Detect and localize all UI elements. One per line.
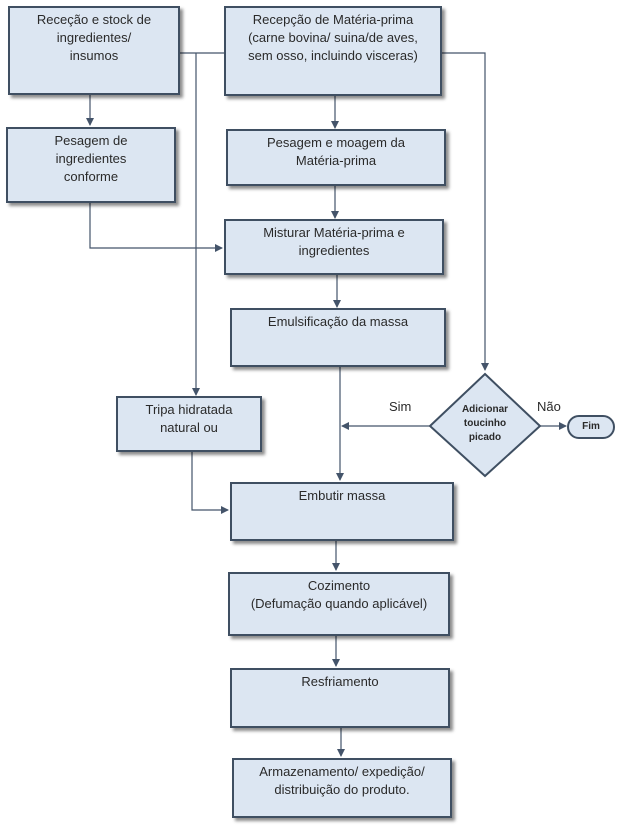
node-misturar: Misturar Matéria-prima e ingredientes: [224, 219, 444, 275]
node-fim: Fim: [567, 415, 615, 439]
node-pesagem-moagem: Pesagem e moagem da Matéria-prima: [226, 129, 446, 186]
edge-label-sim: Sim: [389, 399, 412, 414]
node-rececao-stock: Receção e stock de ingredientes/ insumos: [8, 6, 180, 95]
node-armazenamento: Armazenamento/ expedição/ distribuição d…: [232, 758, 452, 818]
node-pesagem-ingredientes: Pesagem de ingredientes conforme: [6, 127, 176, 203]
arrow-materia-to-decision: [442, 52, 489, 371]
node-emulsificacao: Emulsificação da massa: [230, 308, 446, 367]
node-embutir: Embutir massa: [230, 482, 454, 541]
arrow-pesagem-to-misturar: [89, 195, 223, 252]
node-rececao-materia-prima: Recepção de Matéria-prima (carne bovina/…: [224, 6, 442, 96]
decision-label: Adicionar toucinho picado: [461, 404, 509, 443]
arrow-tripa-to-embutir: [191, 452, 229, 514]
node-tripa: Tripa hidratada natural ou: [116, 396, 262, 452]
node-cozimento: Cozimento (Defumação quando aplicável): [228, 572, 450, 636]
node-resfriamento: Resfriamento: [230, 668, 450, 728]
edge-label-nao: Não: [537, 399, 561, 414]
decision-diamond: [428, 372, 542, 478]
